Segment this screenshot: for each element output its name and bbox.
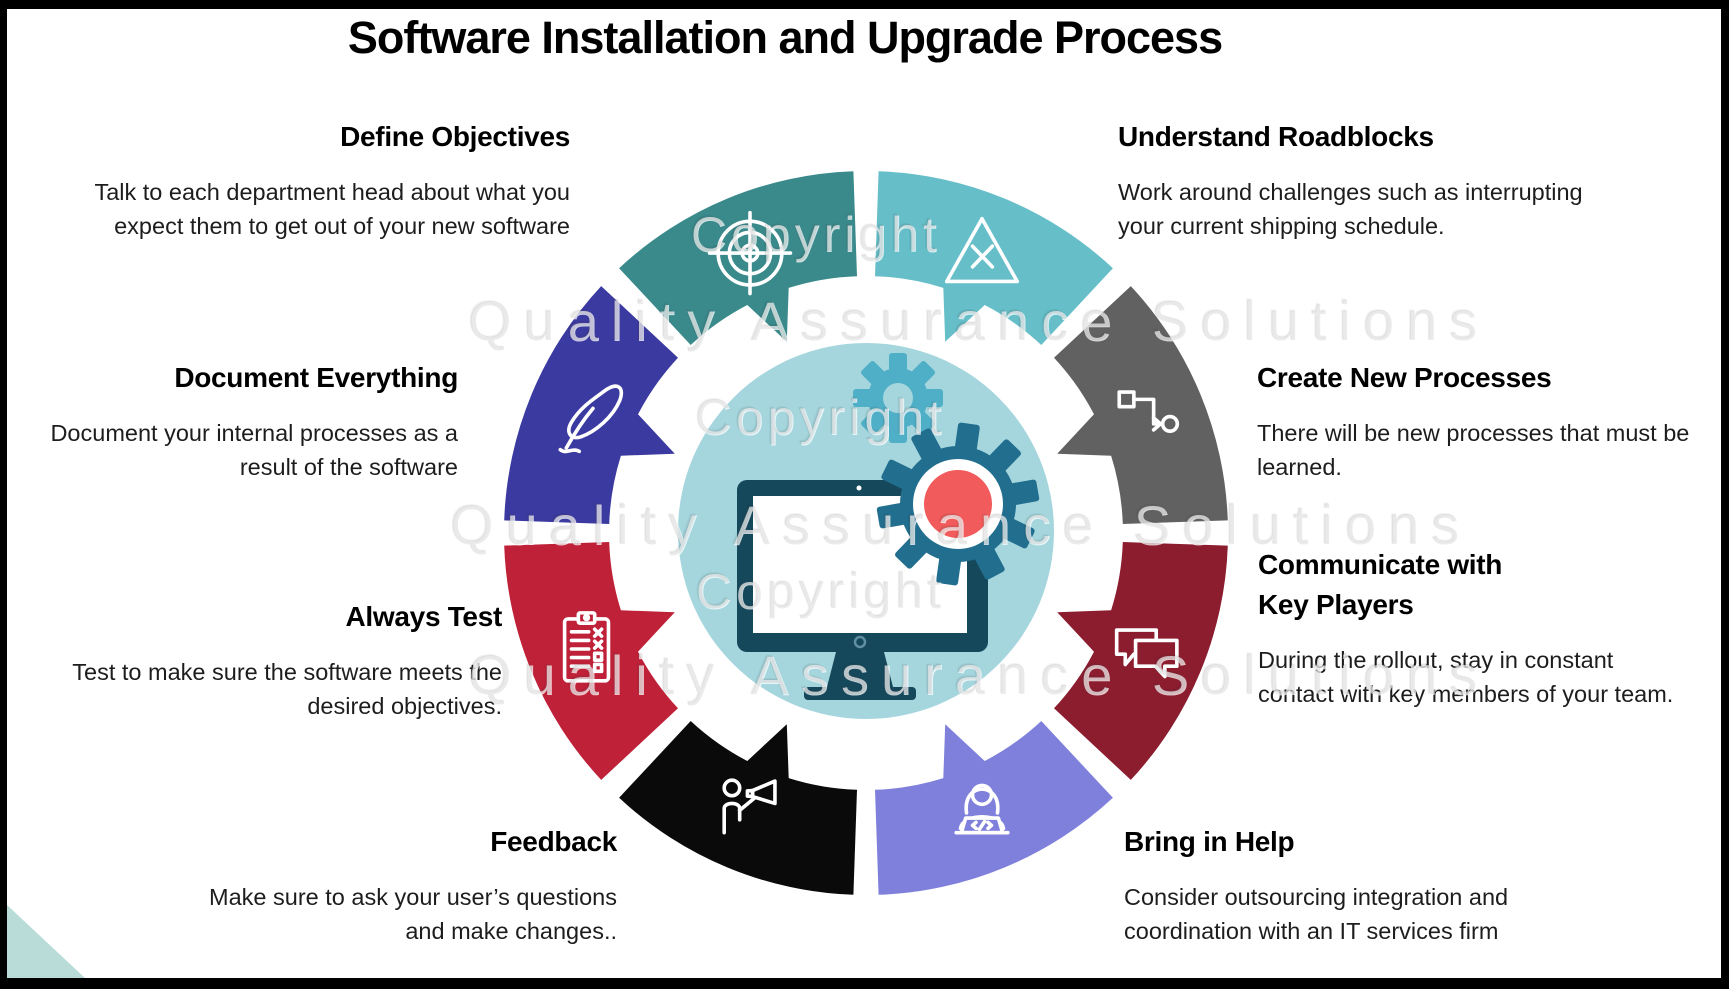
monitor-stand-neck: [827, 652, 893, 687]
update-gears: [853, 353, 1040, 586]
step-understand-roadblocks: Understand Roadblocks Work around challe…: [1118, 117, 1583, 243]
step-desc-line: contact with key members of your team.: [1258, 681, 1674, 707]
monitor-camera-dot: [856, 485, 862, 491]
step-communicate-with-key-players: Communicate with Key Players During the …: [1258, 545, 1673, 711]
frame-border-left: [0, 0, 7, 989]
segment-document-everything: [504, 286, 678, 524]
step-bring-in-help: Bring in Help Consider outsourcing integ…: [1124, 822, 1508, 948]
step-title: Define Objectives: [340, 121, 570, 152]
step-create-new-processes: Create New Processes There will be new p…: [1257, 358, 1689, 484]
monitor-logo-ring: [853, 635, 867, 649]
frame-border-right: [1721, 0, 1729, 989]
step-description: Talk to each department head about what …: [94, 175, 570, 243]
step-always-test: Always Test Test to make sure the softwa…: [72, 597, 502, 723]
step-title: Create New Processes: [1257, 362, 1552, 393]
monitor-stand-base: [804, 687, 916, 700]
step-description: Consider outsourcing integration and coo…: [1124, 880, 1508, 948]
step-desc-line: Work around challenges such as interrupt…: [1118, 179, 1583, 205]
step-description: Make sure to ask your user’s questions a…: [209, 880, 617, 948]
step-description: Document your internal processes as a re…: [50, 416, 458, 484]
step-title: Always Test: [345, 601, 503, 632]
step-desc-line: coordination with an IT services firm: [1124, 918, 1499, 944]
segment-define-objectives: [619, 171, 857, 345]
segment-create-new-processes: [1054, 286, 1228, 524]
step-desc-line: Test to make sure the software meets the: [72, 659, 502, 685]
step-title: Understand Roadblocks: [1118, 121, 1434, 152]
page-title: Software Installation and Upgrade Proces…: [347, 12, 1223, 63]
frame-border-bottom: [0, 978, 1729, 989]
step-title: Feedback: [490, 826, 617, 857]
step-desc-line: Make sure to ask your user’s questions: [209, 884, 617, 910]
step-desc-line: Consider outsourcing integration and: [1124, 884, 1509, 910]
corner-accent-triangle: [7, 905, 85, 978]
step-desc-line: result of the software: [239, 454, 458, 480]
step-desc-line: During the rollout, stay in constant: [1258, 647, 1614, 673]
step-document-everything: Document Everything Document your intern…: [50, 358, 458, 484]
segment-bring-in-help: [875, 721, 1113, 895]
segment-always-test: [504, 542, 678, 780]
step-desc-line: Document your internal processes as a: [50, 420, 458, 446]
step-title: Bring in Help: [1124, 826, 1295, 857]
small-gear-hole: [883, 383, 913, 413]
step-description: Work around challenges such as interrupt…: [1118, 175, 1583, 243]
segment-understand-roadblocks: [875, 171, 1113, 345]
step-desc-line: expect them to get out of your new softw…: [114, 213, 570, 239]
step-feedback: Feedback Make sure to ask your user’s qu…: [209, 822, 617, 948]
step-desc-line: and make changes..: [405, 918, 617, 944]
step-desc-line: your current shipping schedule.: [1118, 213, 1445, 239]
step-title: Document Everything: [174, 362, 458, 393]
step-desc-line: learned.: [1257, 454, 1342, 480]
frame-border-top: [0, 0, 1729, 9]
step-desc-line: desired objectives.: [307, 693, 502, 719]
step-desc-line: Talk to each department head about what …: [94, 179, 570, 205]
step-description: There will be new processes that must be…: [1257, 416, 1689, 484]
gear-center-dot: [924, 470, 992, 538]
step-title: Communicate with Key Players: [1258, 549, 1503, 620]
small-gear: [853, 353, 943, 443]
step-description: During the rollout, stay in constant con…: [1258, 643, 1673, 711]
step-desc-line: There will be new processes that must be: [1257, 420, 1690, 446]
step-description: Test to make sure the software meets the…: [72, 655, 502, 723]
step-define-objectives: Define Objectives Talk to each departmen…: [94, 117, 570, 243]
